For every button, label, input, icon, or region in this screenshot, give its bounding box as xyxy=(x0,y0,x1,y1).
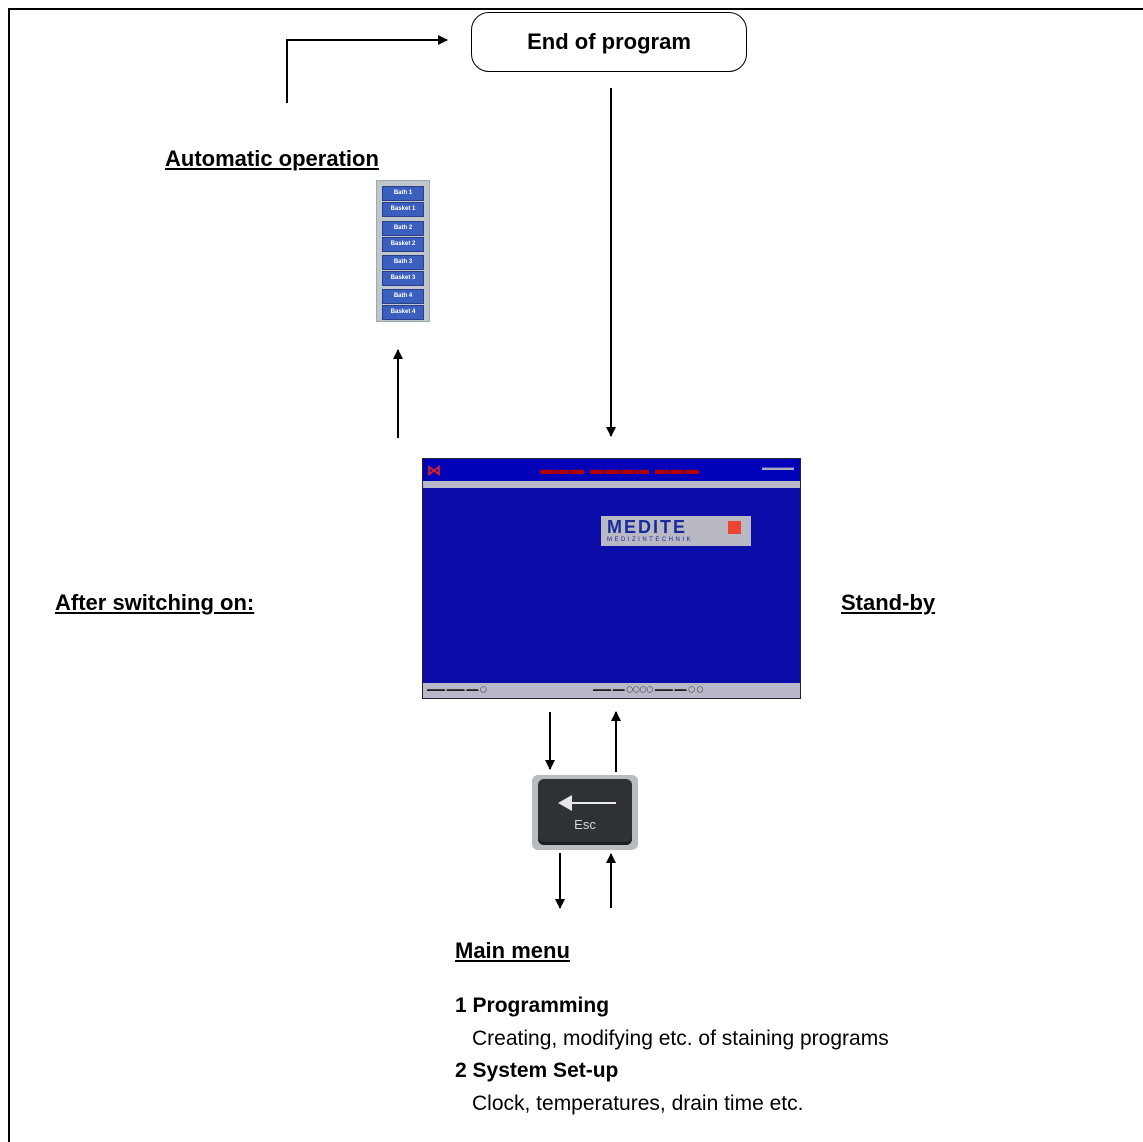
bow-icon: ⋈ xyxy=(427,462,441,478)
automatic-operation-label: Automatic operation xyxy=(165,146,379,171)
screen-bottom-bar: ▬▬▬ ▬▬▬ ▬▬ ◯ ▬▬▬ ▬▬ ◯◯◯◯ ▬▬▬ ▬▬ ◯ ◯ xyxy=(423,683,800,698)
left-arrow-icon xyxy=(558,795,616,811)
bottom-bar-mid-blurred: ▬▬▬ ▬▬ ◯◯◯◯ ▬▬▬ ▬▬ ◯ ◯ xyxy=(593,687,704,693)
screen-title-blurred: ▬▬▬ ▬▬▬▬ ▬▬▬ xyxy=(540,461,700,477)
medite-logo-square xyxy=(728,521,741,534)
medite-logo-subtext: MEDIZINTECHNIK xyxy=(607,537,693,543)
screen-top-bar: ⋈ ▬▬▬ ▬▬▬▬ ▬▬▬ ▬▬▬▬ xyxy=(423,459,800,481)
bath-button: Bath 3 xyxy=(382,255,424,270)
bath-button: Bath 4 xyxy=(382,289,424,304)
automatic-operation-thumbnail: Bath 1 Basket 1 Bath 2 Basket 2 Bath 3 B… xyxy=(376,180,430,322)
basket-button: Basket 3 xyxy=(382,271,424,286)
bottom-bar-left-blurred: ▬▬▬ ▬▬▬ ▬▬ ◯ xyxy=(427,687,487,693)
menu-item-programming-title: 1 Programming xyxy=(455,994,610,1017)
bath-button: Bath 1 xyxy=(382,186,424,201)
end-of-program-box: End of program xyxy=(471,12,747,72)
menu-item-system-setup-title: 2 System Set-up xyxy=(455,1059,619,1082)
screen-status-line xyxy=(423,481,800,488)
main-menu-label: Main menu xyxy=(455,938,570,963)
stand-by-label: Stand-by xyxy=(841,590,936,615)
standby-screen-image: ⋈ ▬▬▬ ▬▬▬▬ ▬▬▬ ▬▬▬▬ MEDITE MEDIZINTECHNI… xyxy=(422,458,801,699)
bath-button: Bath 2 xyxy=(382,221,424,236)
arrow-auto-to-end xyxy=(286,35,448,103)
screen-clock-blurred: ▬▬▬▬ xyxy=(762,463,794,472)
basket-button: Basket 2 xyxy=(382,237,424,252)
medite-logo-text: MEDITE xyxy=(607,517,688,537)
menu-item-programming-desc: Creating, modifying etc. of staining pro… xyxy=(472,1027,889,1050)
after-switching-on-label: After switching on: xyxy=(55,590,255,615)
menu-item-system-setup-desc: Clock, temperatures, drain time etc. xyxy=(472,1092,804,1115)
basket-button: Basket 1 xyxy=(382,202,424,217)
medite-logo: MEDITE MEDIZINTECHNIK xyxy=(601,516,751,546)
esc-key-image: Esc xyxy=(532,775,638,850)
end-of-program-label: End of program xyxy=(527,29,691,54)
page-frame xyxy=(8,8,1143,1142)
basket-button: Basket 4 xyxy=(382,305,424,320)
esc-key-label: Esc xyxy=(574,817,596,832)
